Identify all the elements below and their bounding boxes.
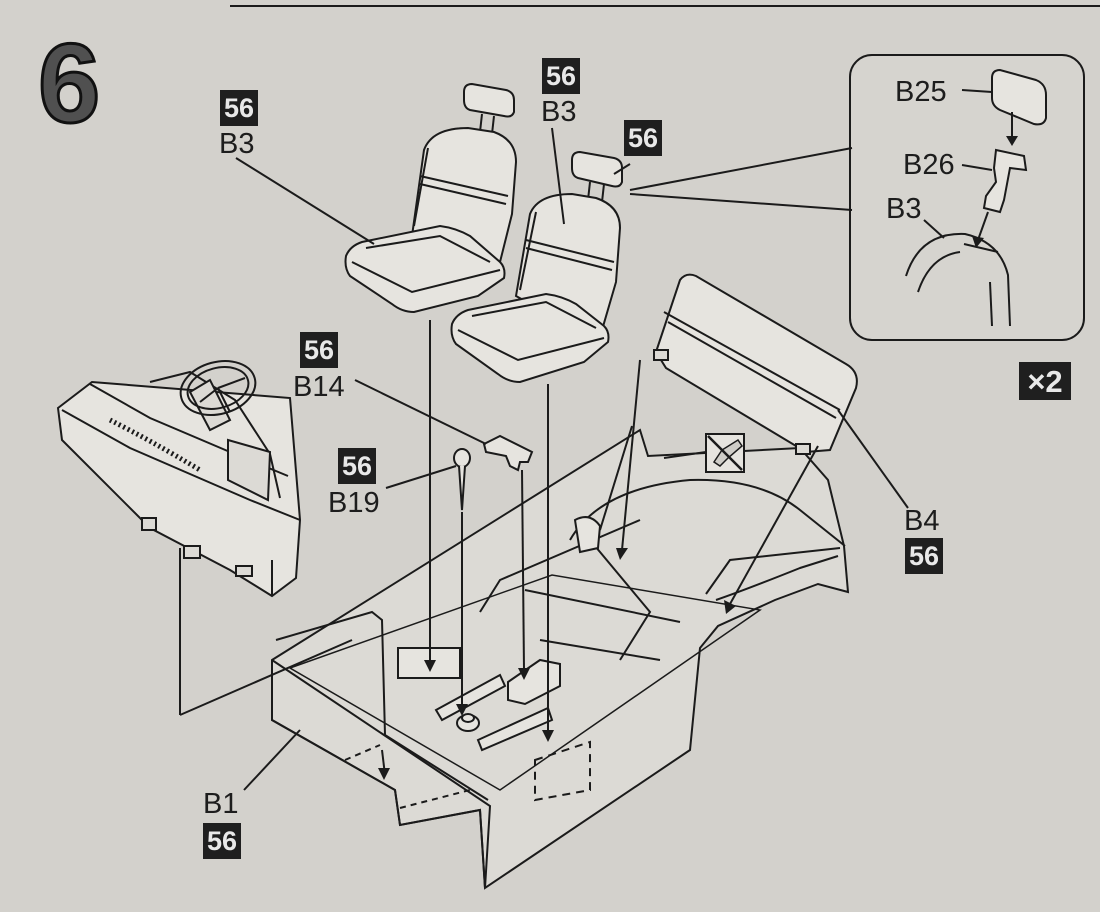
paint-badge: 56 — [628, 123, 658, 153]
dashboard-part — [56, 360, 302, 598]
callout-b14: 56 B14 — [293, 332, 345, 403]
paint-badge: 56 — [909, 541, 939, 571]
detail-inset: B25 B26 B3 — [629, 54, 1085, 341]
no-glue-icon — [663, 433, 745, 473]
shift-lever-b19-part — [453, 448, 471, 511]
callout-b1: B1 56 — [203, 788, 241, 859]
label-b4: B4 — [904, 505, 939, 537]
callout-b19: 56 B19 — [328, 448, 380, 519]
paint-badge: 56 — [207, 826, 237, 856]
label-b3-detail: B3 — [886, 193, 921, 225]
paint-badge: 56 — [304, 335, 334, 365]
leader-lines — [235, 127, 909, 791]
callout-headrest: 56 — [624, 120, 662, 156]
paint-badge: 56 — [342, 451, 372, 481]
quantity-text: ×2 — [1027, 364, 1062, 399]
label-b3-right: B3 — [541, 96, 576, 128]
callout-b4: B4 56 — [904, 505, 943, 574]
handbrake-b14-part — [482, 434, 534, 472]
floor-tub-b1-part — [179, 428, 850, 890]
label-b19: B19 — [328, 487, 380, 519]
headrest-b25-part — [991, 68, 1047, 126]
headrest-post-b26-part — [982, 148, 1028, 214]
label-b26: B26 — [903, 149, 955, 181]
seat-left-b3-part — [344, 82, 518, 314]
paint-badge: 56 — [224, 93, 254, 123]
label-b1: B1 — [203, 788, 238, 820]
label-b14: B14 — [293, 371, 345, 403]
step-number: 6 — [38, 21, 100, 146]
callout-b3-left: 56 B3 — [219, 90, 258, 160]
install-arrows — [424, 320, 819, 742]
rear-seat-b4-part — [653, 273, 858, 455]
callout-b3-right: 56 B3 — [541, 58, 580, 128]
paint-badge: 56 — [546, 61, 576, 91]
label-b3-left: B3 — [219, 128, 254, 160]
seat-right-b3-part — [450, 150, 623, 384]
quantity-badge: ×2 — [1019, 362, 1071, 400]
label-b25: B25 — [895, 76, 947, 108]
